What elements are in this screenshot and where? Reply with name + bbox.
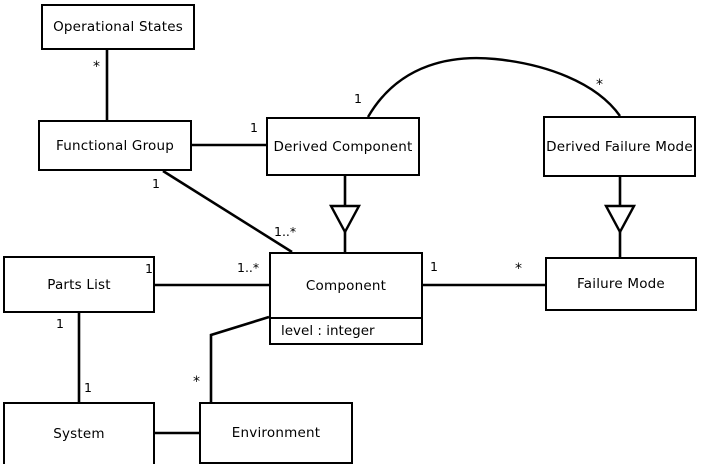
- class-box-failure-mode[interactable]: Failure Mode: [545, 257, 697, 311]
- class-name-derived-component: Derived Component: [273, 138, 413, 155]
- class-name-failure-mode: Failure Mode: [577, 276, 665, 292]
- multiplicity-component-failuremode-near: 1: [430, 259, 438, 274]
- multiplicity-partslist-component-near: 1: [145, 261, 153, 276]
- class-box-derived-failure-mode[interactable]: Derived Failure Mode: [543, 116, 696, 177]
- multiplicity-functionalgroup-component-near: 1: [152, 176, 160, 191]
- class-name-system: System: [53, 426, 105, 442]
- multiplicity-functionalgroup-component-far: 1..*: [274, 224, 297, 239]
- class-attribute-component-level: level : integer: [271, 317, 421, 343]
- generalization-triangle-derivedfailuremode: [603, 204, 637, 235]
- class-box-system[interactable]: System: [3, 402, 155, 464]
- class-name-parts-list: Parts List: [47, 276, 111, 293]
- class-box-component[interactable]: Component level : integer: [269, 252, 423, 345]
- edge-environment-component: [209, 315, 270, 402]
- class-box-operational-states[interactable]: Operational States: [41, 4, 195, 50]
- generalization-triangle-derivedcomponent: [328, 204, 362, 235]
- class-box-environment[interactable]: Environment: [199, 402, 353, 464]
- multiplicity-opstates-functionalgroup: *: [93, 59, 100, 75]
- multiplicity-environment-component: *: [193, 374, 200, 390]
- class-box-parts-list[interactable]: Parts List: [3, 256, 155, 313]
- multiplicity-component-failuremode-far: *: [515, 261, 522, 277]
- multiplicity-derivedcomponent-arc: 1: [354, 91, 362, 106]
- edge-derivedcomponent-derivedfailuremode-arc: [366, 56, 621, 118]
- multiplicity-partslist-system-bottom: 1: [84, 380, 92, 395]
- multiplicity-functionalgroup-derivedcomponent: 1: [250, 120, 258, 135]
- class-name-component: Component: [305, 277, 387, 294]
- class-name-functional-group: Functional Group: [55, 137, 175, 154]
- class-name-environment: Environment: [231, 425, 321, 441]
- multiplicity-partslist-system-top: 1: [56, 316, 64, 331]
- edge-functionalgroup-component: [162, 169, 293, 254]
- class-box-functional-group[interactable]: Functional Group: [38, 120, 192, 171]
- multiplicity-partslist-component-far: 1..*: [237, 260, 260, 275]
- class-box-derived-component[interactable]: Derived Component: [266, 117, 420, 176]
- class-name-operational-states: Operational States: [53, 19, 183, 35]
- multiplicity-derivedfailuremode-arc: *: [596, 77, 603, 93]
- class-name-derived-failure-mode: Derived Failure Mode: [546, 138, 693, 155]
